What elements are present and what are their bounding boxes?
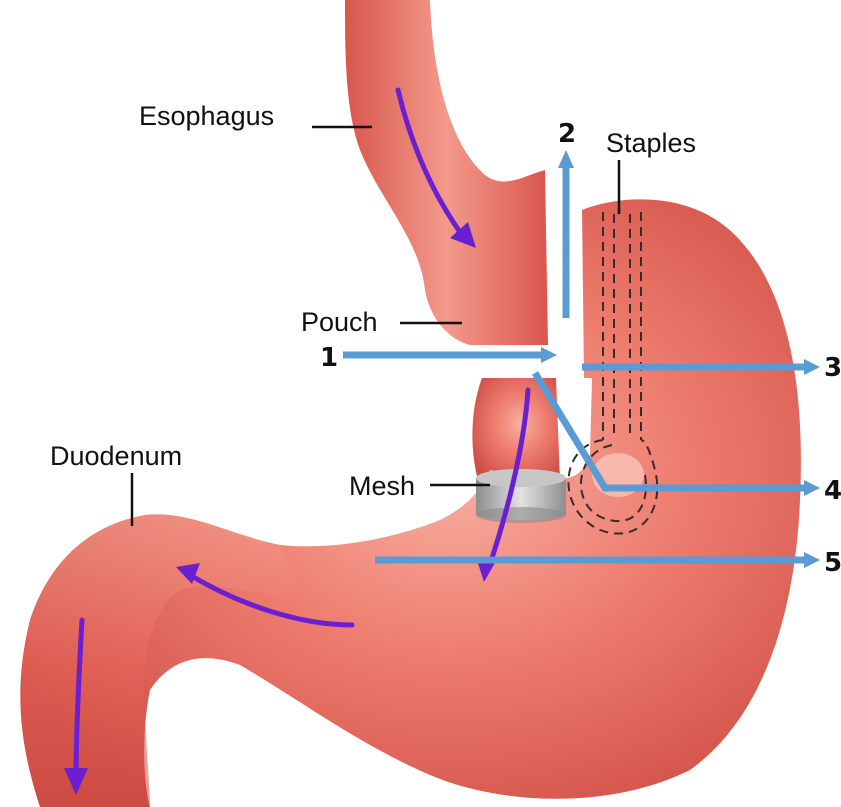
marker-1: 1 — [320, 343, 338, 373]
esophagus-shape — [345, 0, 548, 345]
label-duodenum: Duodenum — [50, 441, 182, 471]
arrowhead-4 — [804, 480, 820, 496]
marker-2: 2 — [558, 119, 576, 149]
label-pouch: Pouch — [301, 307, 378, 337]
arrowhead-2 — [558, 150, 574, 168]
label-esophagus: Esophagus — [139, 101, 274, 131]
mesh-band — [476, 469, 566, 523]
marker-5: 5 — [824, 548, 841, 578]
arrowhead-1 — [541, 347, 557, 363]
label-mesh: Mesh — [349, 471, 415, 501]
arrowhead-3 — [804, 359, 820, 375]
marker-4: 4 — [824, 476, 841, 506]
arrowhead-5 — [804, 552, 820, 568]
label-staples: Staples — [606, 128, 696, 158]
marker-3: 3 — [824, 353, 841, 383]
